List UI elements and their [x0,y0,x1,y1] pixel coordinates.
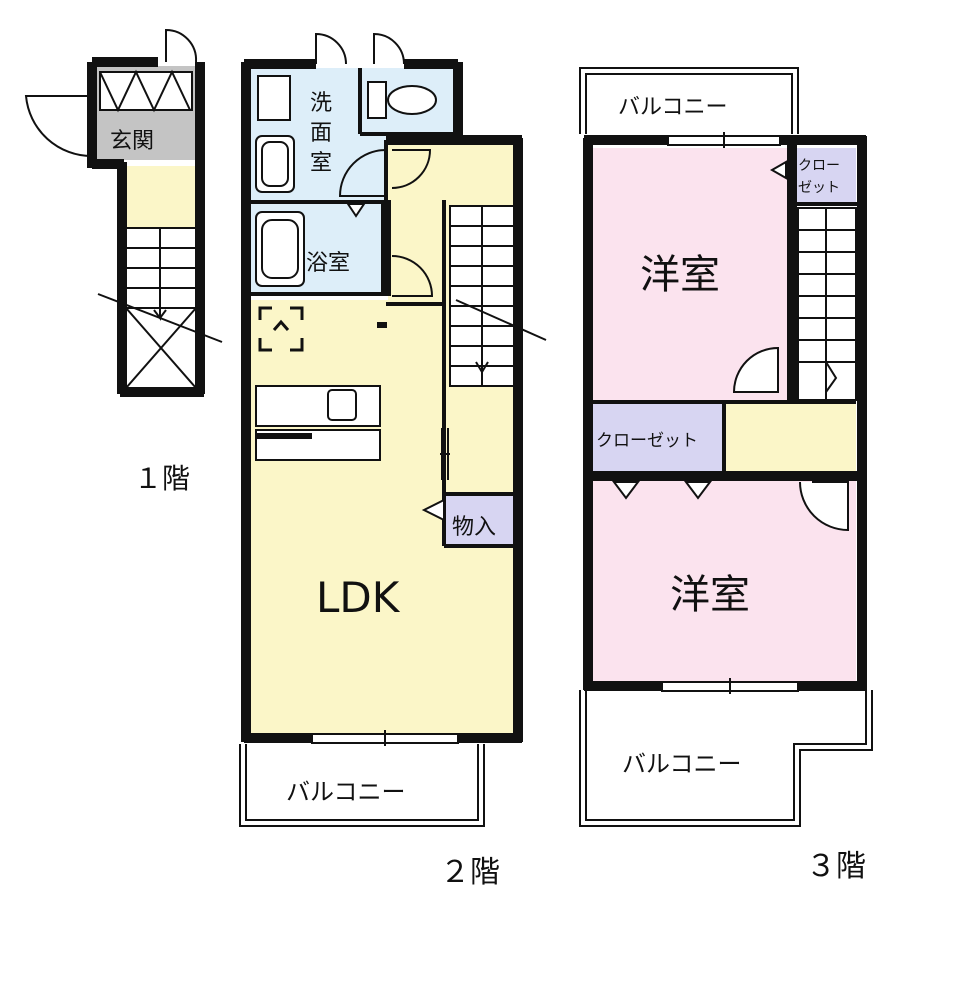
storage-door [421,498,445,522]
storage-fill [444,494,516,546]
window-ldk [311,730,459,746]
bathtub [255,211,305,287]
bath-label: 浴室 [306,251,350,276]
floor-1: 玄関 １階 [24,28,223,495]
refrigerator-icon [258,306,304,352]
balcony-f3-bottom [579,690,873,827]
balcony-f2-fill [240,744,484,826]
partitions-f2 [250,68,516,548]
balcony-f3-bottom-label: バルコニー [622,750,742,778]
entrance-label: 玄関 [110,129,154,154]
balcony-f3-top-label: バルコニー [618,95,728,120]
window-f3-bottom [661,678,799,694]
kitchen-counter [255,385,381,461]
walls-f2 [241,59,523,743]
balcony-f2-label: バルコニー [286,778,406,806]
storage-label: 物入 [452,515,496,540]
shoe-rack [99,69,193,113]
closet-large-label: クローゼット [596,431,698,451]
western-top-label: 洋室 [640,252,720,298]
floor-3-label: ３階 [806,849,866,884]
doors-f3 [612,160,849,532]
window-f3-top [667,132,781,148]
stairs-f3 [797,207,857,401]
door-entrance [24,95,93,158]
hall-f3-fill [726,404,856,472]
washroom-fixtures [255,75,437,193]
floor-2: 洗面室 浴室 物入 LDK バルコニー ２階 [239,32,547,890]
walls-f3 [583,135,867,691]
washroom-label: 洗面室 [310,91,332,176]
closet-small-fill [794,148,856,202]
balcony-f2 [239,744,485,827]
stairs-f1 [97,227,223,389]
western-bottom-label: 洋室 [670,572,750,618]
balcony-f3-top [579,67,799,134]
closet-small-label: クローゼット [798,158,840,196]
walls-f1 [87,57,205,397]
floor-3: バルコニー クローゼット 洋室 クローゼット 洋室 バルコニー ３階 [579,67,873,884]
partitions-f3 [588,202,858,476]
sliding-door-f3 [788,210,796,260]
doors-f2 [315,32,434,297]
hall-fill [126,166,196,228]
closet-large-fill [592,404,722,472]
floor-2-label: ２階 [440,855,500,890]
stairs-f2 [449,205,547,387]
sliding-door-stairs [440,428,450,480]
door-f1-top [165,28,198,63]
ldk-label: LDK [316,573,401,622]
floor-1-label: １階 [134,462,190,495]
